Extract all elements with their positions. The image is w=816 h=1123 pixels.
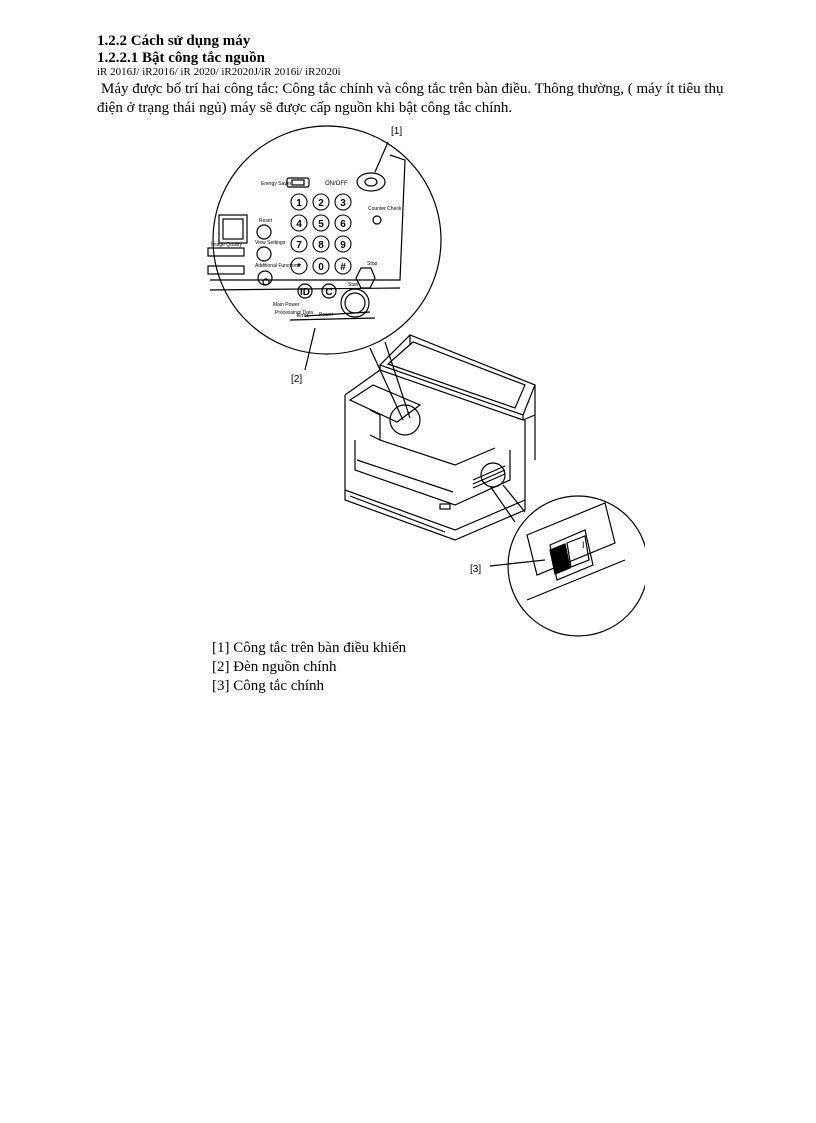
key-6 (334, 214, 352, 232)
processing-data-label: Processing/ Data (275, 310, 313, 316)
key-1 (290, 193, 308, 211)
key-label-8: 8 (318, 240, 324, 251)
key-2 (312, 193, 330, 211)
additional-functions-label: Additional Functions (255, 263, 301, 269)
caption-1: [1] Công tắc trên bàn điều khiển (212, 640, 407, 656)
callout-2: [2] (291, 374, 302, 385)
section-heading: 1.2.2 Cách sử dụng máy (97, 33, 251, 49)
control-panel-zoom-circle (212, 125, 442, 355)
model-list: iR 2016J/ iR2016/ iR 2020/ iR2020J/iR 20… (97, 66, 341, 78)
reset-label: Reset (259, 218, 273, 224)
stop-label: Stop (367, 261, 378, 267)
key-label-hash: # (340, 262, 346, 273)
key-label-7: 7 (296, 240, 302, 251)
intro-paragraph: Máy được bố trí hai công tắc: Công tắc c… (97, 81, 724, 116)
key-5 (312, 214, 330, 232)
key-7 (290, 235, 308, 253)
main-switch-zoom-circle (507, 495, 645, 637)
key-label-star: * (297, 262, 301, 273)
key-4 (290, 214, 308, 232)
key-label-1: 1 (296, 198, 302, 209)
key-label-0: 0 (318, 262, 324, 273)
view-settings-label: View Settings (255, 240, 286, 246)
switch-on-mark: I (582, 540, 585, 550)
power-label: Power (319, 312, 334, 318)
key-3 (334, 193, 352, 211)
caption-2: [2] Đèn nguồn chính (212, 659, 337, 675)
energy-saver-label: Energy Saver (261, 181, 292, 187)
numeric-keypad (290, 193, 352, 275)
key-star (290, 257, 308, 275)
key-label-2: 2 (318, 198, 324, 209)
key-label-clear: C (325, 287, 332, 298)
main-power-label: Main Power (273, 302, 300, 308)
start-label: Start (348, 282, 359, 288)
key-label-3: 3 (340, 198, 346, 209)
key-9 (334, 235, 352, 253)
copier-illustration: 1 2 3 4 5 6 7 8 9 * 0 # ID C Energy Save… (207, 125, 645, 637)
key-label-6: 6 (340, 219, 346, 230)
key-label-9: 9 (340, 240, 346, 251)
callout-1: [1] (391, 126, 402, 137)
error-label: Error (297, 313, 308, 319)
key-label-4: 4 (296, 219, 302, 230)
key-label-id: ID (300, 287, 310, 298)
figure-captions: [1] Công tắc trên bàn điều khiển [2] Đèn… (212, 639, 406, 696)
callout-3: [3] (470, 564, 481, 575)
key-8 (312, 235, 330, 253)
on-off-label: ON/OFF (325, 181, 348, 187)
caption-3: [3] Công tắc chính (212, 678, 325, 694)
key-hash (334, 257, 352, 275)
key-0 (312, 257, 330, 275)
image-quality-label: Image Quality (211, 242, 242, 248)
counter-check-label: Counter Check (368, 206, 402, 212)
subsection-heading: 1.2.2.1 Bật công tắc nguồn (97, 50, 265, 66)
key-label-5: 5 (318, 219, 324, 230)
